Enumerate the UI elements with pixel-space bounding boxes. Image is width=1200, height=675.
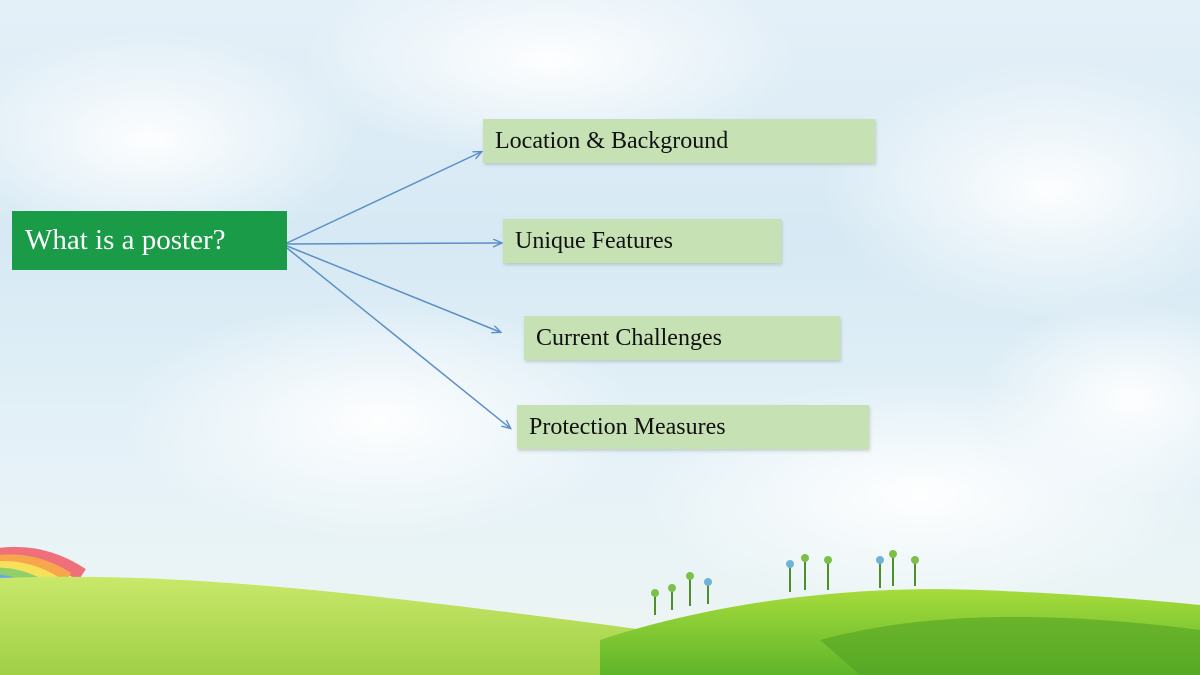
branch-node-label: Unique Features: [515, 227, 673, 254]
left-hill: [0, 576, 720, 675]
connector-arrow: [286, 247, 510, 428]
branch-node-current-challenges: Current Challenges: [524, 316, 840, 360]
root-node: What is a poster?: [12, 211, 287, 270]
branch-node-location-background: Location & Background: [483, 119, 875, 163]
connector-arrow: [286, 245, 500, 332]
root-node-label: What is a poster?: [25, 224, 226, 256]
branch-node-label: Current Challenges: [536, 324, 722, 351]
sprout-leaves: [651, 550, 919, 597]
branch-node-label: Location & Background: [495, 127, 729, 154]
hill-shade: [820, 616, 1200, 675]
cloud: [820, 60, 1200, 320]
sprouts: [654, 556, 916, 615]
branch-node-protection-measures: Protection Measures: [517, 405, 869, 449]
branch-node-label: Protection Measures: [529, 413, 726, 440]
connector-arrow: [286, 152, 481, 244]
connector-arrow: [286, 243, 501, 244]
branch-node-unique-features: Unique Features: [503, 219, 781, 263]
